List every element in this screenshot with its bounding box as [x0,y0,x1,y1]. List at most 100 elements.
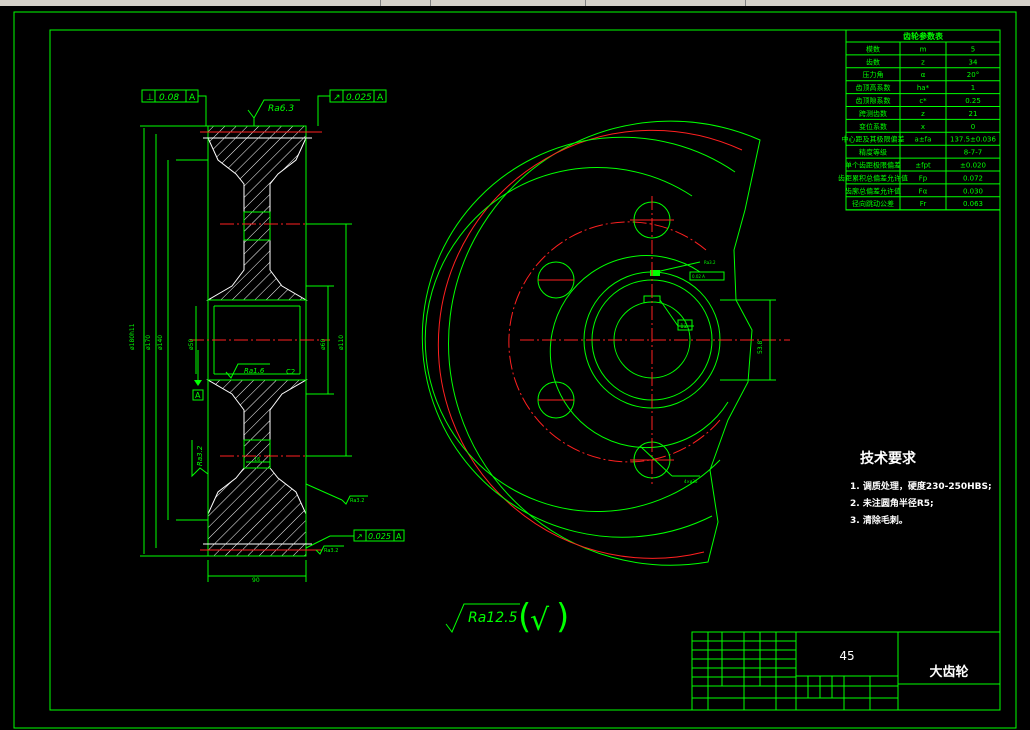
param-value: 8-7-7 [964,149,982,157]
gdt-datum: A [396,532,402,541]
technical-requirements: 技术要求 1. 调质处理，硬度230-250HBS; 2. 未注圆角半径R5; … [850,450,992,526]
gdt-symbol: ↗ [333,93,341,103]
cad-drawing-canvas[interactable]: 90 ø180h11 ø170 ø140 ø50 ø60 ø110 16 ⊥ 0… [0,6,1030,730]
param-row: 精度等级 8-7-7 [846,148,1000,159]
title-block-material: 45 [839,649,854,663]
chamfer-label: C2 [286,368,295,376]
param-symbol: z [921,58,925,66]
param-value: 34 [969,58,978,66]
svg-text:16: 16 [254,457,260,463]
roughness-symbol-top: Ra6.3 [247,99,300,126]
param-value: 20° [967,71,979,79]
param-value: 5 [971,45,975,53]
section-hatch-upper [206,125,308,301]
root-circle [421,136,736,538]
param-name: 齿顶隙系数 [856,96,891,105]
gdt-datum: A [377,93,384,103]
param-value: 1 [971,84,975,92]
param-value: 0.072 [963,174,983,182]
roughness-symbol-bore: Ra1.6 C2 [225,363,295,379]
param-name: 变位系数 [859,122,887,131]
svg-text:Ra3.2: Ra3.2 [350,498,364,504]
svg-text:12: 12 [680,323,688,330]
param-symbol: ±fpt [915,162,931,170]
param-name: 径向跳动公差 [852,199,894,208]
param-name: 齿距累积总偏差允许值 [838,173,908,182]
title-block: 45 大齿轮 [691,631,1001,711]
svg-text:Ra3.2: Ra3.2 [324,548,338,554]
param-row: 压力角 α 20° [846,70,1000,82]
inner-frame [49,29,1001,711]
svg-text:Ra3.2: Ra3.2 [704,260,716,265]
param-symbol: a±fa [915,136,932,144]
param-symbol: Fr [920,200,927,208]
gdt-frame-perpendicularity: ⊥ 0.08 A [141,89,207,126]
param-name: 精度等级 [859,148,887,157]
svg-text:ø50: ø50 [188,339,195,350]
general-roughness-value: Ra12.5 [468,610,518,626]
tech-req-item-1: 1. 调质处理，硬度230-250HBS; [850,480,992,492]
param-row: 变位系数 x 0 [846,122,1000,133]
svg-text:ø180h11: ø180h11 [129,323,136,350]
roughness-symbol-small-right: Ra3.2 [305,483,368,505]
param-row: 单个齿距极限偏差 ±fpt ±0.020 [845,161,1000,172]
param-name: 跨测齿数 [859,109,887,118]
svg-text:ø170: ø170 [145,335,152,350]
param-table-title: 齿轮参数表 [903,31,944,41]
gdt-symbol: ⊥ [146,93,154,103]
gdt-frame-runout-top: ↗ 0.025 A [317,89,387,126]
svg-text:Ra1.6: Ra1.6 [244,367,265,375]
param-row: 齿廓总偏差允许值 Fα 0.030 [845,186,1000,198]
param-symbol: Fp [919,174,928,182]
param-value: 21 [969,110,978,118]
datum-marker: A [192,350,204,401]
param-name: 模数 [866,44,880,53]
param-row: 跨测齿数 z 21 [846,109,1000,120]
gdt-datum: A [189,93,196,103]
addendum-circle [437,129,743,559]
param-symbol: ha* [917,84,930,92]
window-menubar [0,0,1030,6]
param-value: 0 [971,123,975,131]
svg-text:ø60: ø60 [320,339,327,350]
svg-text:53.8: 53.8 [757,340,764,354]
param-name: 齿顶高系数 [856,83,891,92]
svg-text:0.02 A: 0.02 A [692,274,705,279]
general-roughness-note: Ra12.5 ( √ ) [445,597,569,638]
svg-text:Ra3.2: Ra3.2 [196,445,204,466]
param-symbol: Fα [919,187,928,195]
gdt-frame-runout-bottom: ↗ 0.025 A [305,529,405,549]
title-block-part-name: 大齿轮 [929,664,968,680]
param-row: 径向跳动公差 Fr 0.063 [846,199,1000,211]
svg-text:Ra6.3: Ra6.3 [268,104,294,114]
svg-text:A: A [195,391,201,400]
param-name: 齿数 [866,57,880,66]
general-roughness-paren-open: ( [518,597,531,637]
gear-section-view: 90 ø180h11 ø170 ø140 ø50 ø60 ø110 16 ⊥ 0… [129,89,405,584]
section-outline [207,125,307,557]
param-row: 齿数 z 34 [846,57,1000,69]
param-name: 单个齿距极限偏差 [845,161,901,170]
svg-text:4×ø36: 4×ø36 [684,479,698,484]
param-value: 0.030 [963,187,983,195]
param-symbol: c* [919,97,927,105]
param-value: ±0.020 [960,162,986,170]
hole-pitch-circle [508,221,721,463]
svg-text:ø110: ø110 [338,335,345,350]
param-value: 137.5±0.036 [950,136,996,144]
param-value: 0.063 [963,200,983,208]
param-name: 齿廓总偏差允许值 [845,186,901,195]
param-value: 0.25 [965,97,981,105]
param-row: 齿顶隙系数 c* 0.25 [846,96,1000,107]
param-symbol: α [921,71,926,79]
roughness-symbol-small-bottom: Ra3.2 [315,545,344,555]
param-symbol: x [921,123,925,131]
gdt-value: 0.08 [159,93,179,103]
tech-req-title: 技术要求 [860,450,917,467]
param-name: 压力角 [863,70,884,79]
outer-frame [13,11,1017,729]
param-symbol: z [921,110,925,118]
